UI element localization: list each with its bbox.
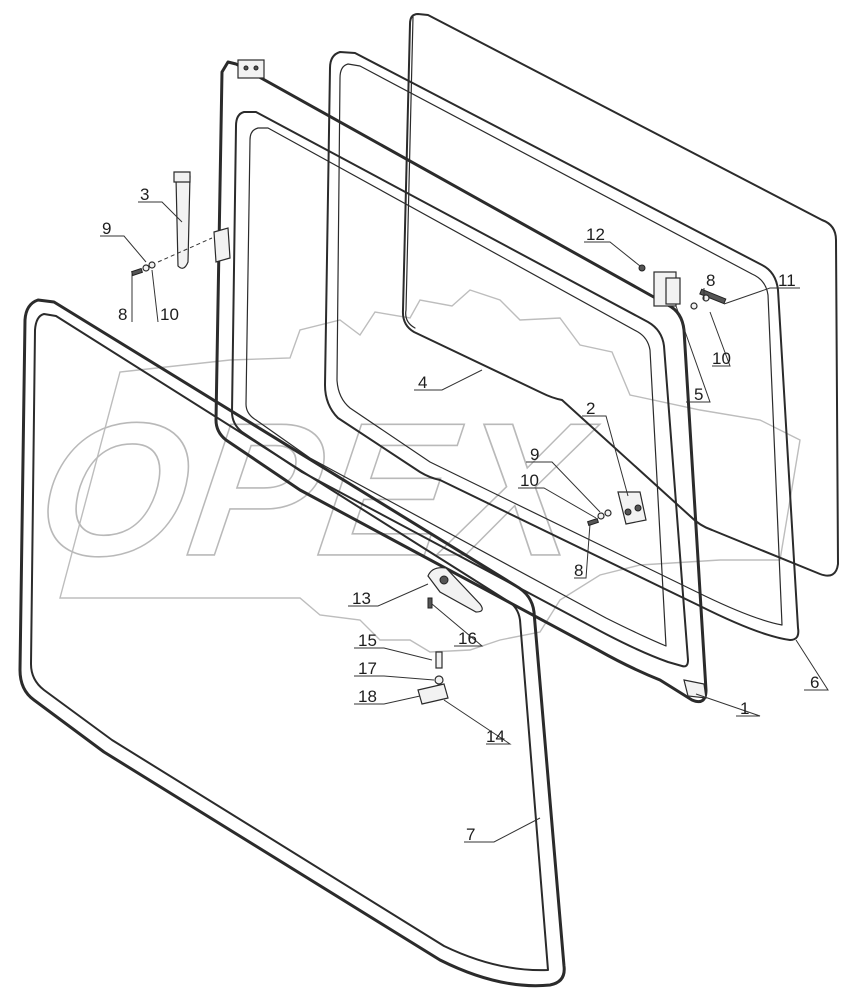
hinge-pin-11 [699, 288, 727, 305]
callout-5: 5 [694, 385, 703, 404]
leader-13 [348, 583, 429, 607]
middle-washer [604, 509, 612, 517]
left-fasteners [130, 237, 213, 277]
door-frame-window-opening [245, 127, 667, 647]
screw-16 [427, 597, 433, 609]
middle-bolt [586, 517, 600, 527]
rear-seal-inner [336, 63, 783, 626]
left-assembly-axis [157, 237, 213, 263]
left-lock-washer [142, 264, 150, 272]
left-bracket [213, 227, 231, 263]
callout-18: 18 [358, 687, 377, 706]
leader-10b [709, 311, 731, 367]
right-fasteners [690, 288, 727, 310]
callout-15: 15 [358, 631, 377, 650]
callout-7: 7 [466, 825, 475, 844]
leader-lines [100, 201, 829, 843]
callout-8b: 8 [706, 271, 715, 290]
lock-parts [417, 597, 449, 705]
callout-12: 12 [586, 225, 605, 244]
leader-9b [526, 461, 601, 513]
leader-18 [354, 695, 421, 705]
hinge-pin-12 [638, 264, 646, 272]
screw-15 [435, 651, 443, 669]
front-seal [18, 298, 566, 988]
washer-17 [434, 675, 444, 685]
leader-2 [582, 415, 629, 497]
leader-17 [354, 675, 435, 681]
leader-3 [138, 201, 183, 223]
leader-7 [464, 817, 541, 843]
callout-11: 11 [778, 271, 796, 290]
right-washer [690, 302, 698, 310]
front-seal-inner [30, 313, 549, 972]
leader-4 [414, 369, 483, 391]
watermark-gear-outline [59, 289, 801, 653]
left-washer [148, 261, 156, 269]
leader-10a [151, 269, 159, 323]
left-stay-rod [173, 171, 191, 269]
latch-plate-18 [417, 683, 449, 705]
callout-3: 3 [140, 185, 149, 204]
watermark-text: OPEX [26, 384, 605, 596]
rear-glass-outline [401, 13, 839, 577]
bottom-corner-bracket [683, 679, 707, 699]
leader-12 [584, 241, 641, 267]
leader-10c [518, 487, 597, 519]
door-handle [427, 567, 483, 613]
callout-17: 17 [358, 659, 377, 678]
rear-glass-edge [405, 16, 416, 329]
callout-labels: 3 9 8 10 12 8 11 10 5 4 2 9 10 8 1 6 13 … [102, 185, 819, 844]
leader-14 [443, 699, 512, 745]
right-hinge-plate [665, 277, 681, 305]
hinge-bolt [243, 65, 249, 71]
door-frame [213, 59, 708, 704]
leader-6 [795, 639, 829, 691]
callout-6: 6 [810, 673, 819, 692]
callout-9a: 9 [102, 219, 111, 238]
leader-15 [354, 647, 433, 661]
handle-pivot [439, 575, 449, 585]
callout-16: 16 [458, 629, 477, 648]
callout-9b: 9 [530, 445, 539, 464]
callout-10c: 10 [520, 471, 539, 490]
leader-1 [695, 693, 761, 717]
latch-bolt [634, 504, 642, 512]
callout-2: 2 [586, 399, 595, 418]
door-frame-outer [214, 60, 708, 704]
left-bolt [130, 267, 144, 277]
leader-5 [675, 305, 711, 403]
callout-14: 14 [486, 727, 505, 746]
stay-rod-end [173, 171, 191, 183]
watermark: OPEX [25, 289, 801, 653]
front-seal-outer [18, 298, 566, 988]
callout-10b: 10 [712, 349, 731, 368]
callout-13: 13 [352, 589, 371, 608]
callout-8c: 8 [574, 561, 583, 580]
rear-glass-panel [401, 13, 839, 577]
middle-fasteners [586, 509, 612, 527]
top-hinge-left [237, 59, 265, 79]
callout-8a: 8 [118, 305, 127, 324]
leader-9a [100, 235, 147, 263]
callout-1: 1 [740, 699, 749, 718]
latch-bracket [617, 491, 647, 525]
leader-11 [723, 287, 800, 305]
leader-8c [574, 523, 591, 579]
callout-4: 4 [418, 373, 427, 392]
leader-16 [431, 603, 484, 647]
middle-lock-washer [597, 512, 605, 520]
door-frame-inner [231, 111, 689, 668]
hinge-bolt [253, 65, 259, 71]
callout-10a: 10 [160, 305, 179, 324]
latch-bolt [624, 508, 632, 516]
stay-rod [175, 172, 191, 269]
